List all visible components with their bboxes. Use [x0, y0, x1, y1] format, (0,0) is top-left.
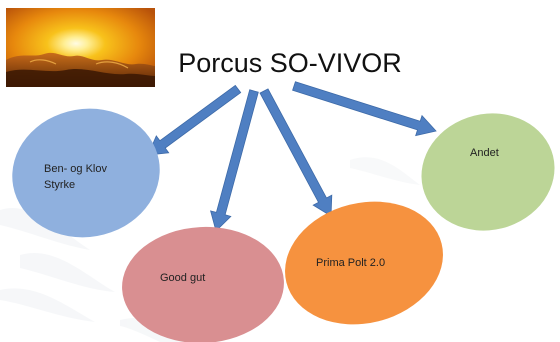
node-andet	[421, 113, 555, 231]
node-andet-label: Andet	[470, 147, 499, 159]
node-good-gut	[122, 226, 284, 342]
arrow-to-good-gut	[210, 89, 259, 232]
node-ben-og-klov-styrke	[12, 108, 160, 238]
diagram-title: Porcus SO-VIVOR	[178, 48, 402, 78]
node-prima-polt	[285, 201, 443, 325]
node-ben-label-line-2: Styrke	[44, 179, 75, 191]
node-good-gut-label: Good gut	[160, 272, 205, 284]
sunset-photo	[6, 8, 155, 87]
node-prima-polt-label: Prima Polt 2.0	[316, 257, 385, 269]
arrow-to-prima-polt	[259, 88, 333, 217]
arrow-to-andet	[292, 81, 437, 137]
arrow-to-ben-og-klov-styrke	[147, 84, 242, 156]
node-ben-label-line-1: Ben- og Klov	[44, 163, 107, 175]
arrows	[147, 81, 437, 232]
